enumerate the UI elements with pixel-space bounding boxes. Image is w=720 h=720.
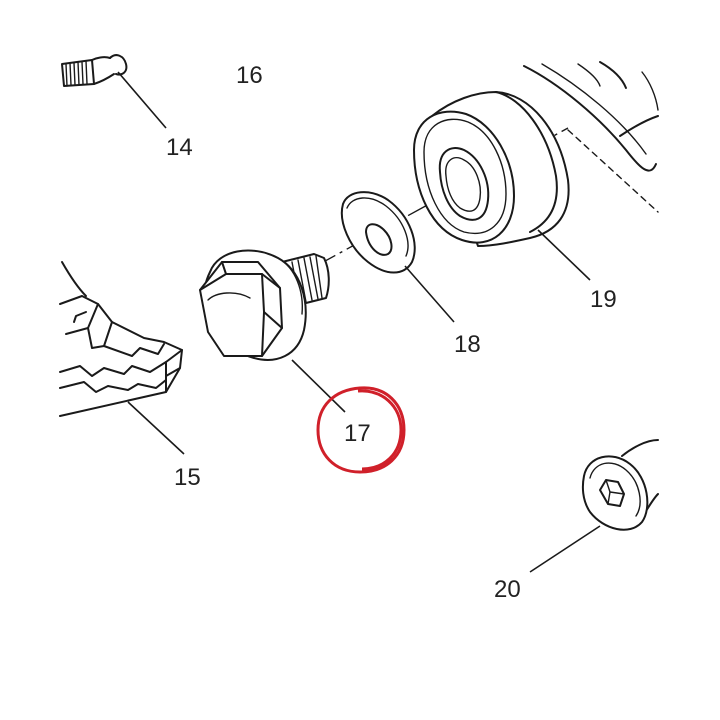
part-14-bolt[interactable] — [61, 54, 128, 87]
label-19: 19 — [590, 286, 617, 313]
label-15: 15 — [174, 464, 201, 491]
frame-outline — [523, 61, 659, 213]
leader-14 — [117, 71, 167, 129]
part-20-socket-bolt[interactable] — [581, 439, 659, 531]
highlight-circle — [316, 386, 406, 474]
leader-18 — [404, 265, 455, 323]
label-17: 17 — [344, 420, 371, 447]
label-16: 16 — [236, 62, 263, 89]
leader-15 — [127, 401, 185, 455]
label-14: 14 — [166, 134, 193, 161]
leader-19 — [537, 229, 591, 281]
label-20: 20 — [494, 576, 521, 603]
part-17-flange-bolt[interactable] — [199, 249, 330, 361]
label-18: 18 — [454, 331, 481, 358]
leader-17 — [291, 359, 346, 413]
part-19-roller[interactable] — [413, 91, 570, 247]
part-18-washer[interactable] — [340, 191, 416, 274]
part-15-foot-peg[interactable] — [59, 261, 183, 417]
leader-20 — [529, 525, 601, 573]
